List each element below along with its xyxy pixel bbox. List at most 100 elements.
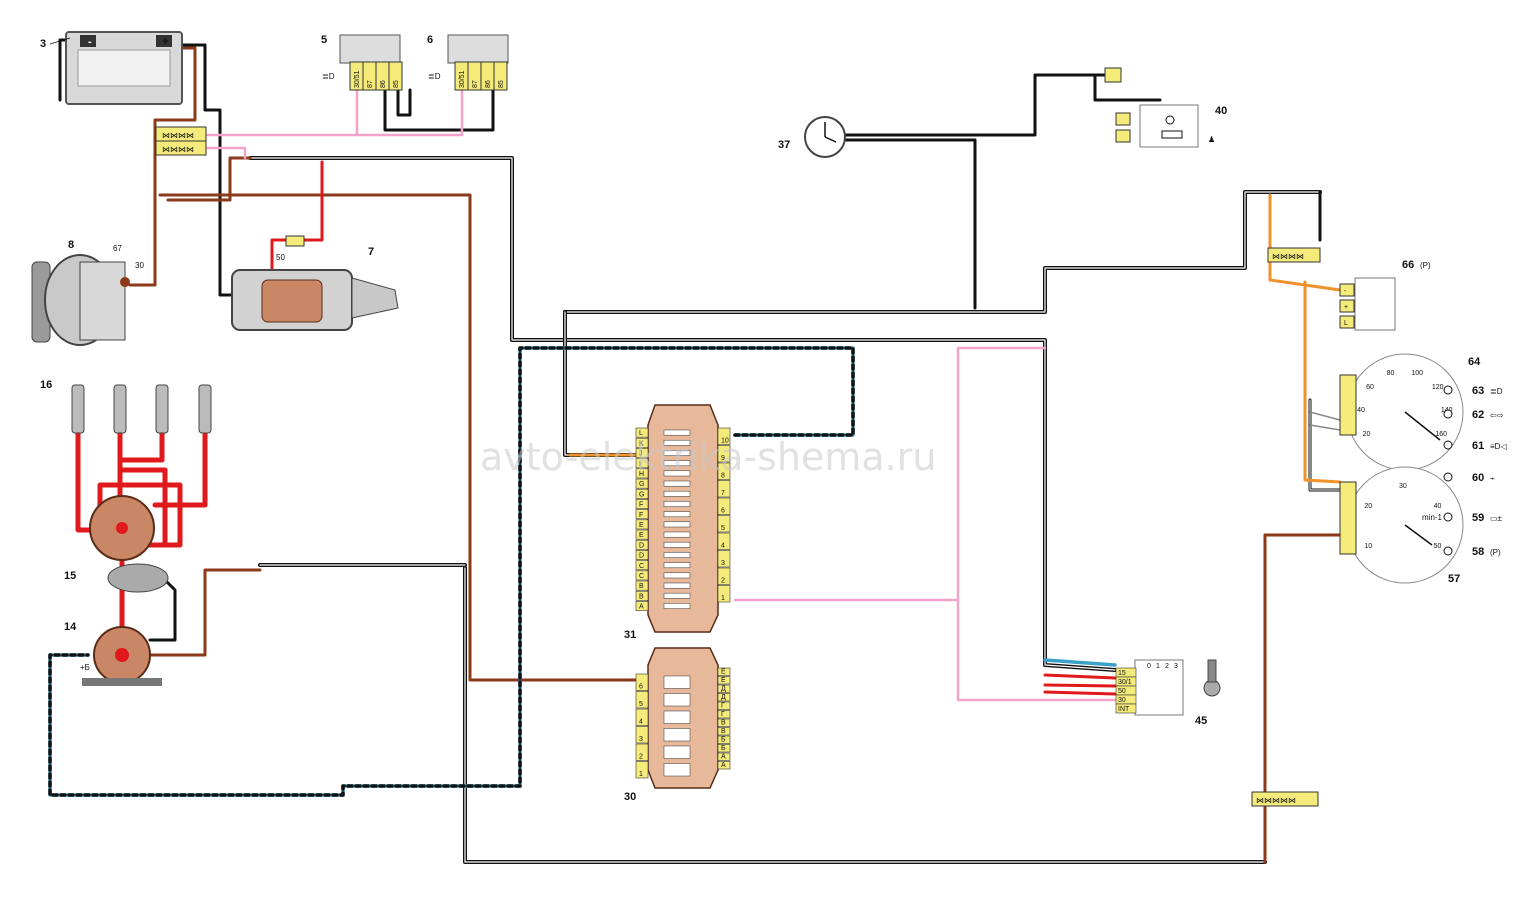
wires [48, 38, 1342, 864]
fuse-block-31-left-pin-label: F [639, 502, 643, 509]
fuse-block-31-left-pin-label: G [639, 491, 644, 498]
fuse-block-31-left-pin-box [635, 601, 649, 611]
tachometer-tick-label: 50 [1434, 543, 1442, 550]
speedometer-tick-label: 60 [1366, 384, 1374, 391]
fuse-block-30-left-pin-label: 2 [639, 754, 643, 761]
relay-left-pin-1: 30/51 [354, 70, 361, 88]
fuse-block-31-left-pin-box [635, 437, 649, 448]
fuse-element [663, 450, 691, 456]
indicator-lamp [1443, 385, 1453, 395]
indicator-label: 59 [1472, 512, 1484, 524]
lamp-switch: 40 ♟ [1104, 67, 1227, 148]
relay-left-pin-4: 85 [393, 80, 400, 88]
fuse-block-30-right-pin-label: Д [721, 686, 726, 693]
watermark: avto-elektrika-shema.ru [480, 435, 936, 479]
ignition-high-voltage-wires [75, 429, 208, 643]
fuse-block-30-right-pin-label: В [721, 720, 726, 727]
fuse-block-31-right-pin-label: 5 [721, 525, 725, 532]
relay-left-pin-2: 87 [367, 80, 374, 88]
fuse-block-30-right-pin-label: А [721, 762, 726, 769]
parking-brake-label: 66 [1402, 259, 1414, 271]
fuse-block-30-right-pin-label: Е [721, 677, 726, 684]
speedometer-tick-label: 160 [1435, 431, 1447, 438]
fuse-block-31-left-pin-label: E [639, 522, 644, 529]
fuse-block-31-right-pin-label: 1 [721, 595, 725, 602]
fuse-element [663, 582, 691, 589]
high-beam-icon: ≣D [1490, 387, 1503, 396]
generator: 8 67 30 [31, 239, 144, 346]
black-wires [58, 38, 1322, 642]
fuse-block-31-right-pin-label: 2 [721, 578, 725, 585]
fuse-block-31-right-pin-box [717, 532, 731, 550]
fuse-block-31-right-pin-box [717, 585, 731, 603]
battery-plus-sign: + [162, 36, 168, 48]
indicator-label: 61 [1472, 440, 1484, 452]
spark-plugs: 16 [40, 379, 212, 434]
relay-left-pin-3: 86 [380, 80, 387, 88]
fuse-block-30-right-pin-label: Б [721, 745, 726, 752]
connector-strip-bottom: ⋈⋈⋈⋈⋈ [1251, 791, 1319, 807]
ignition-position-0: 0 [1147, 663, 1151, 670]
indicator-lamp [1443, 409, 1453, 419]
oil-pressure-icon: ⌁ [1490, 474, 1495, 483]
parking-brake-pin-plus: + [1344, 304, 1348, 311]
relay-left: 30/51 87 86 85 5 ≣D [321, 34, 403, 91]
relay-right-label: 6 [427, 34, 433, 46]
speedometer: 20406080100120140160 64 [1339, 353, 1481, 471]
fuse-block-31-left-pin-label: K [639, 440, 644, 447]
fuse-block-31-left-pin-box [635, 488, 649, 499]
fuse-element [663, 693, 691, 707]
fuse-block-30-right-pin-box [717, 701, 731, 710]
relay-right: 30/51 87 86 85 6 ≣D [427, 34, 509, 91]
lamp-icon: ♟ [1208, 135, 1215, 144]
fuse-block-31-left-pin-box [635, 509, 649, 520]
fuse-element [663, 501, 691, 507]
fuse-block-31-left-pin-box [635, 570, 649, 581]
connector-block-battery: ⋈⋈⋈⋈ ⋈⋈⋈⋈ [155, 126, 207, 156]
headlight-icon: ≣D [322, 72, 335, 81]
fuse-element [663, 460, 691, 467]
fuse-block-31-right-pin-box [717, 515, 731, 533]
fuse-block-31-left-pin-label: B [639, 583, 644, 590]
fuse-element [663, 480, 691, 487]
fuse-block-30-left-pin-label: 6 [639, 684, 643, 691]
lamp-switch-label: 40 [1215, 105, 1227, 117]
tachometer-tick-label: 30 [1399, 483, 1407, 490]
ignition-terminal-label: 30/1 [1118, 679, 1132, 686]
fuse-block-31-left-pin-box [635, 427, 649, 438]
indicator-lamp [1443, 472, 1453, 482]
fuse-block-30-left-pin-label: 3 [639, 736, 643, 743]
parking-light-icon: ≡D◁ [1490, 442, 1507, 451]
fuse-block-31-left-pin-label: C [639, 573, 644, 580]
ignition-terminal-label: 15 [1118, 670, 1126, 677]
fuse-block-30-left-pin-label: 1 [639, 771, 643, 778]
fuse-block-31-left-pin-label: J [639, 451, 643, 458]
starter-terminal-50: 50 [276, 253, 285, 262]
orange-wires [568, 193, 1342, 484]
battery: - + 3 [40, 31, 183, 105]
speedometer-tick-label: 40 [1357, 407, 1365, 414]
fuse-block-31-left-pin-box [635, 499, 649, 509]
fuse-block-31-right-pin-box [717, 550, 731, 568]
fuse-block-30-right-pin-box [717, 727, 731, 736]
key-icon [1203, 659, 1221, 697]
speedometer-tick-label: 100 [1411, 370, 1423, 377]
fuse-block-31-right-pin-box [717, 497, 731, 515]
fuse-block-30-left-pin-label: 5 [639, 701, 643, 708]
fuse-block-30-right-pin-box [717, 718, 731, 727]
fuse-block-30-right-pin-label: В [721, 728, 726, 735]
fuse-block-31-right-pin-box [717, 567, 731, 585]
fuse-element [663, 439, 691, 446]
clock: 37 [778, 116, 846, 158]
fuse-block-30-right-pin-box [717, 667, 731, 676]
indicator-label: 63 [1472, 385, 1484, 397]
generator-label: 8 [68, 239, 74, 251]
fuse-block-31-right-pin-label: 7 [721, 490, 725, 497]
fuse-element [663, 490, 691, 497]
fuse-block-31-right-pin-label: 9 [721, 455, 725, 462]
ignition-switch-label: 45 [1195, 715, 1207, 727]
